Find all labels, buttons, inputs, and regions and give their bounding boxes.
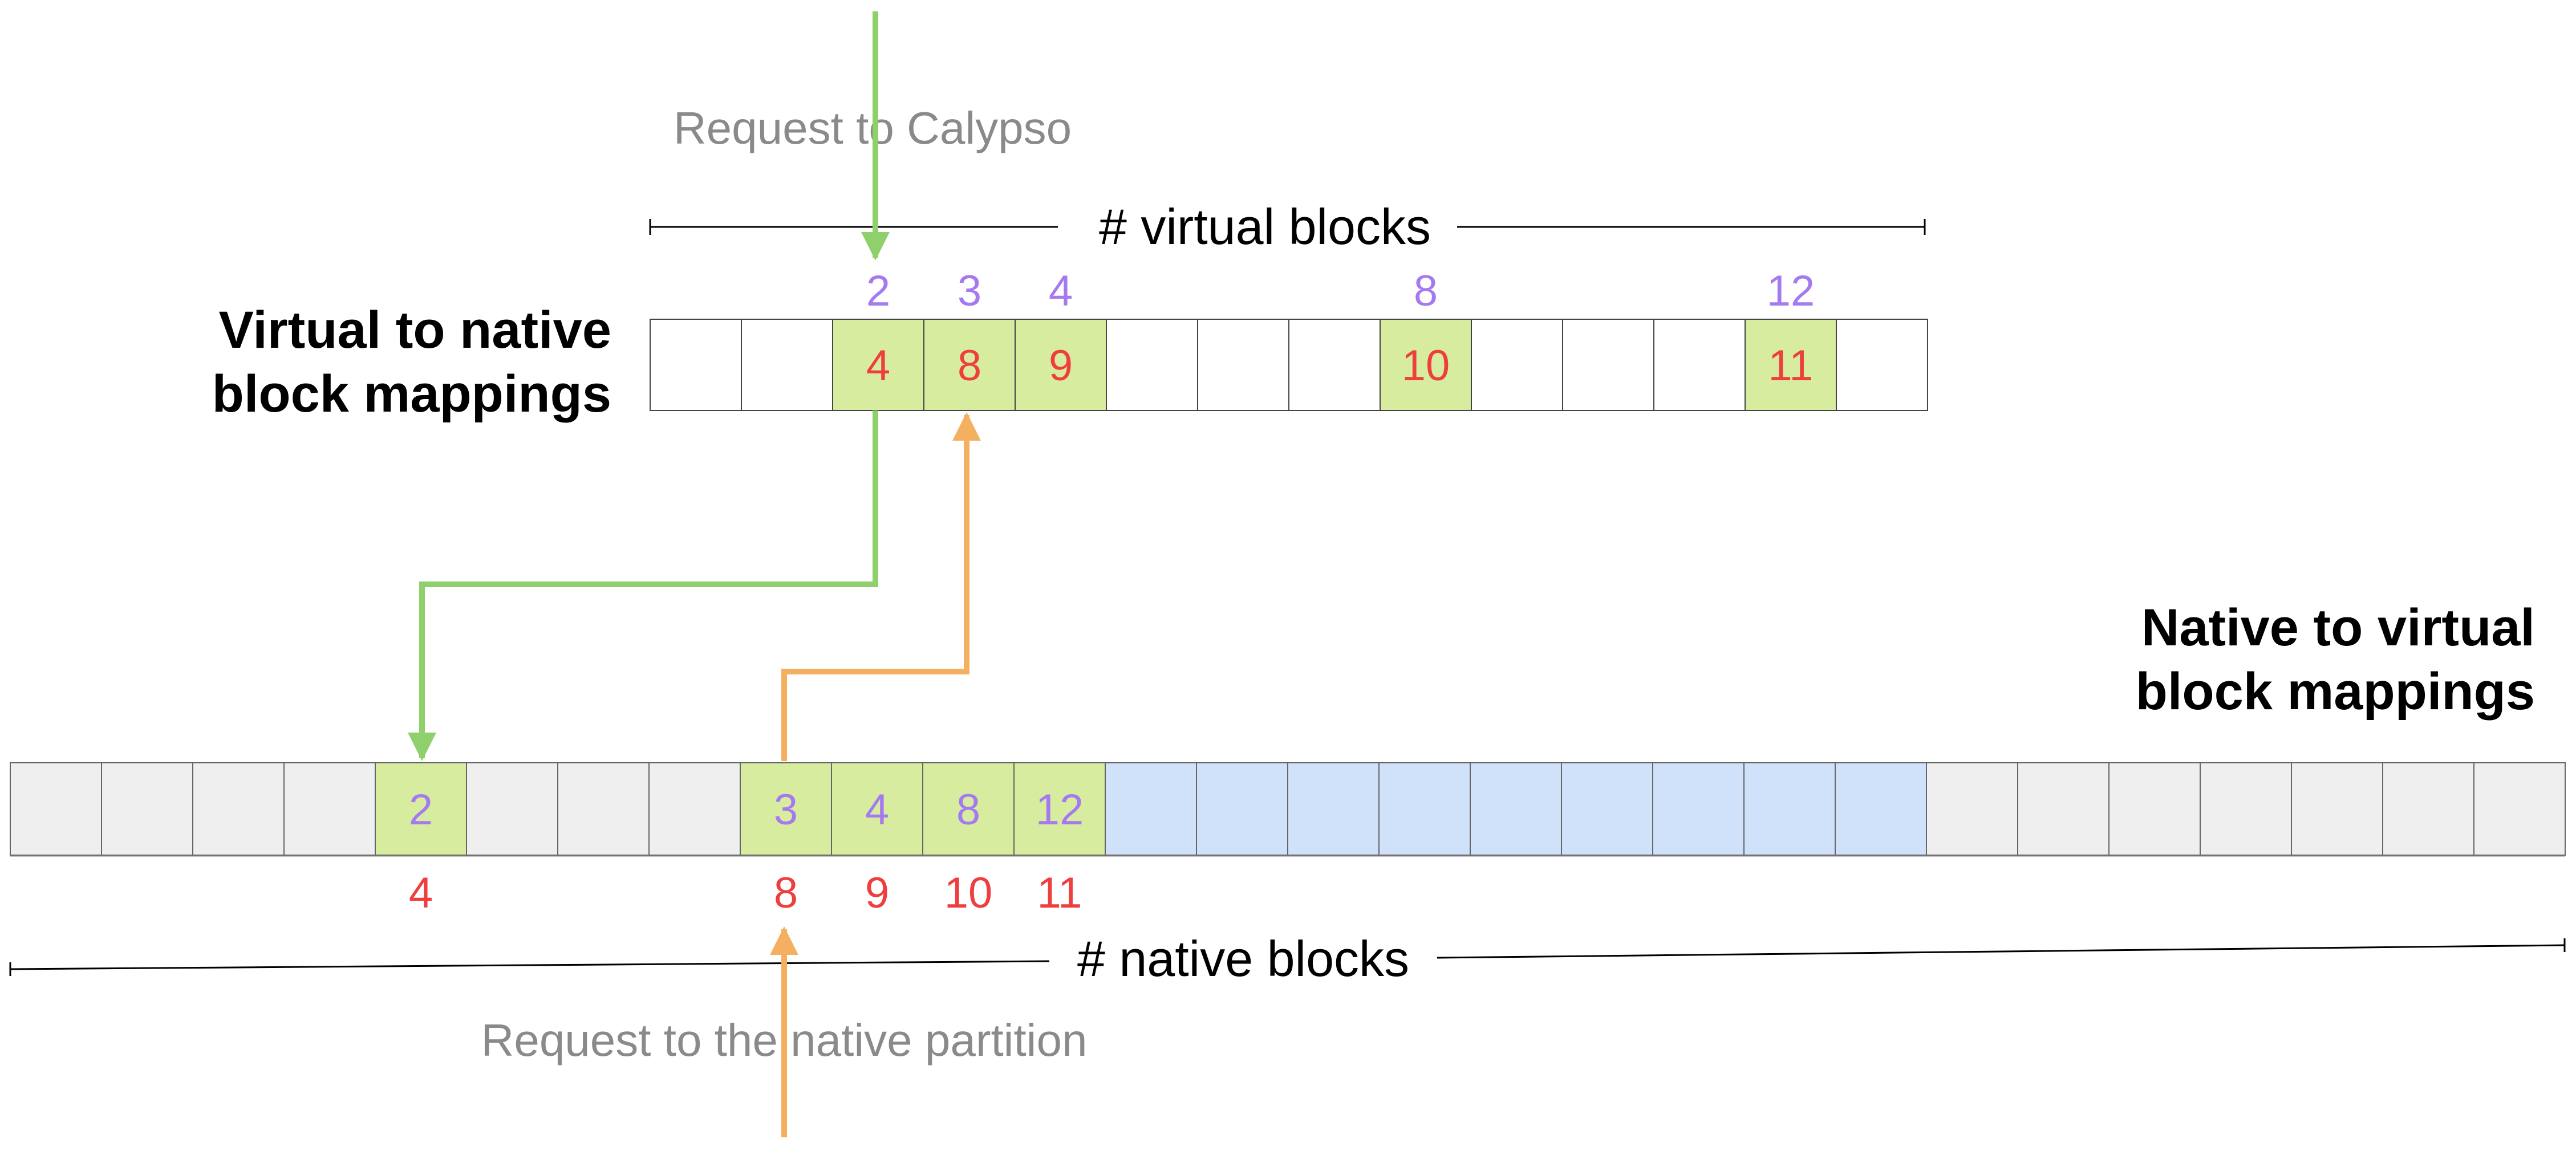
native-block-cell xyxy=(1105,762,1197,856)
native-block-index: 9 xyxy=(865,869,889,917)
native-block-cell xyxy=(1378,762,1471,856)
native-block-index: 4 xyxy=(409,869,433,917)
native-block-virtual-value: 8 xyxy=(956,786,980,834)
virtual-title-line-2: block mappings xyxy=(212,365,611,423)
virtual-block-native-value: 10 xyxy=(1402,341,1450,390)
native-block-cell xyxy=(283,762,376,856)
virtual-block-cell xyxy=(1380,319,1472,411)
virtual-block-cell xyxy=(1836,319,1928,411)
native-block-cell xyxy=(1926,762,2018,856)
native-block-cell xyxy=(10,762,102,856)
virtual-block-native-value: 4 xyxy=(866,341,890,390)
native-block-cell xyxy=(1013,762,1106,856)
native-block-virtual-value: 2 xyxy=(409,786,433,834)
virtual-block-index: 4 xyxy=(1049,267,1073,315)
native-block-cell xyxy=(1652,762,1745,856)
native-block-index: 8 xyxy=(774,869,798,917)
virtual-block-cell xyxy=(1197,319,1289,411)
native-block-cell xyxy=(1561,762,1653,856)
virtual-block-cell xyxy=(832,319,924,411)
native-block-cell xyxy=(1196,762,1288,856)
native-block-cell xyxy=(1470,762,1562,856)
native-block-cell xyxy=(648,762,741,856)
native-block-cell xyxy=(2473,762,2566,856)
native-block-cell xyxy=(557,762,650,856)
native-block-cell xyxy=(375,762,467,856)
native-block-cell xyxy=(1743,762,1836,856)
native-block-index: 11 xyxy=(1037,869,1082,917)
virtual-block-cell xyxy=(1015,319,1107,411)
native-block-cell xyxy=(1835,762,1927,856)
virtual-title-line-1: Virtual to native xyxy=(219,301,611,359)
virtual-block-index: 8 xyxy=(1414,267,1438,315)
native-title-line-2: block mappings xyxy=(2136,662,2535,721)
native-block-cell xyxy=(740,762,832,856)
virtual-block-cell xyxy=(923,319,1016,411)
native-block-cell xyxy=(2291,762,2383,856)
virtual-block-cell xyxy=(1288,319,1381,411)
native-block-cell xyxy=(101,762,193,856)
virtual-block-index: 2 xyxy=(866,267,890,315)
virtual-block-cell xyxy=(741,319,833,411)
virtual-blocks-axis: # virtual blocks xyxy=(649,198,1926,255)
virtual-block-native-value: 8 xyxy=(958,341,981,390)
virtual-block-native-value: 11 xyxy=(1768,341,1814,390)
virtual-blocks-axis-label: # virtual blocks xyxy=(1099,198,1431,255)
virtual-block-index: 3 xyxy=(958,267,981,315)
native-blocks-axis: # native blocks xyxy=(9,930,2566,987)
native-to-virtual-arrow xyxy=(781,412,981,761)
virtual-block-cell xyxy=(1471,319,1563,411)
native-block-cell xyxy=(2108,762,2201,856)
native-block-cell xyxy=(922,762,1015,856)
virtual-block-cell xyxy=(650,319,742,411)
native-block-cell xyxy=(831,762,923,856)
native-block-cell xyxy=(1287,762,1380,856)
virtual-to-native-arrow xyxy=(408,410,878,761)
virtual-block-cell xyxy=(1106,319,1198,411)
virtual-block-cell xyxy=(1745,319,1837,411)
virtual-block-cell xyxy=(1562,319,1654,411)
native-block-index: 10 xyxy=(944,869,993,917)
native-block-cell xyxy=(2382,762,2474,856)
native-block-virtual-value: 3 xyxy=(774,786,798,834)
native-blocks-axis-label: # native blocks xyxy=(1077,930,1409,987)
native-block-cell xyxy=(466,762,558,856)
virtual-block-row: 4 2 8 3 9 4 10 8 11 12 xyxy=(650,267,1928,411)
virtual-block-native-value: 9 xyxy=(1049,341,1073,390)
native-block-cell xyxy=(192,762,285,856)
native-block-virtual-value: 4 xyxy=(865,786,889,834)
native-block-cell xyxy=(2017,762,2110,856)
native-block-virtual-value: 12 xyxy=(1036,786,1084,834)
native-block-cell xyxy=(2200,762,2292,856)
virtual-block-index: 12 xyxy=(1767,267,1815,315)
native-block-row: 2 4 3 8 4 9 8 10 12 11 xyxy=(10,762,2566,917)
virtual-block-cell xyxy=(1653,319,1746,411)
native-title-line-1: Native to virtual xyxy=(2141,599,2535,657)
